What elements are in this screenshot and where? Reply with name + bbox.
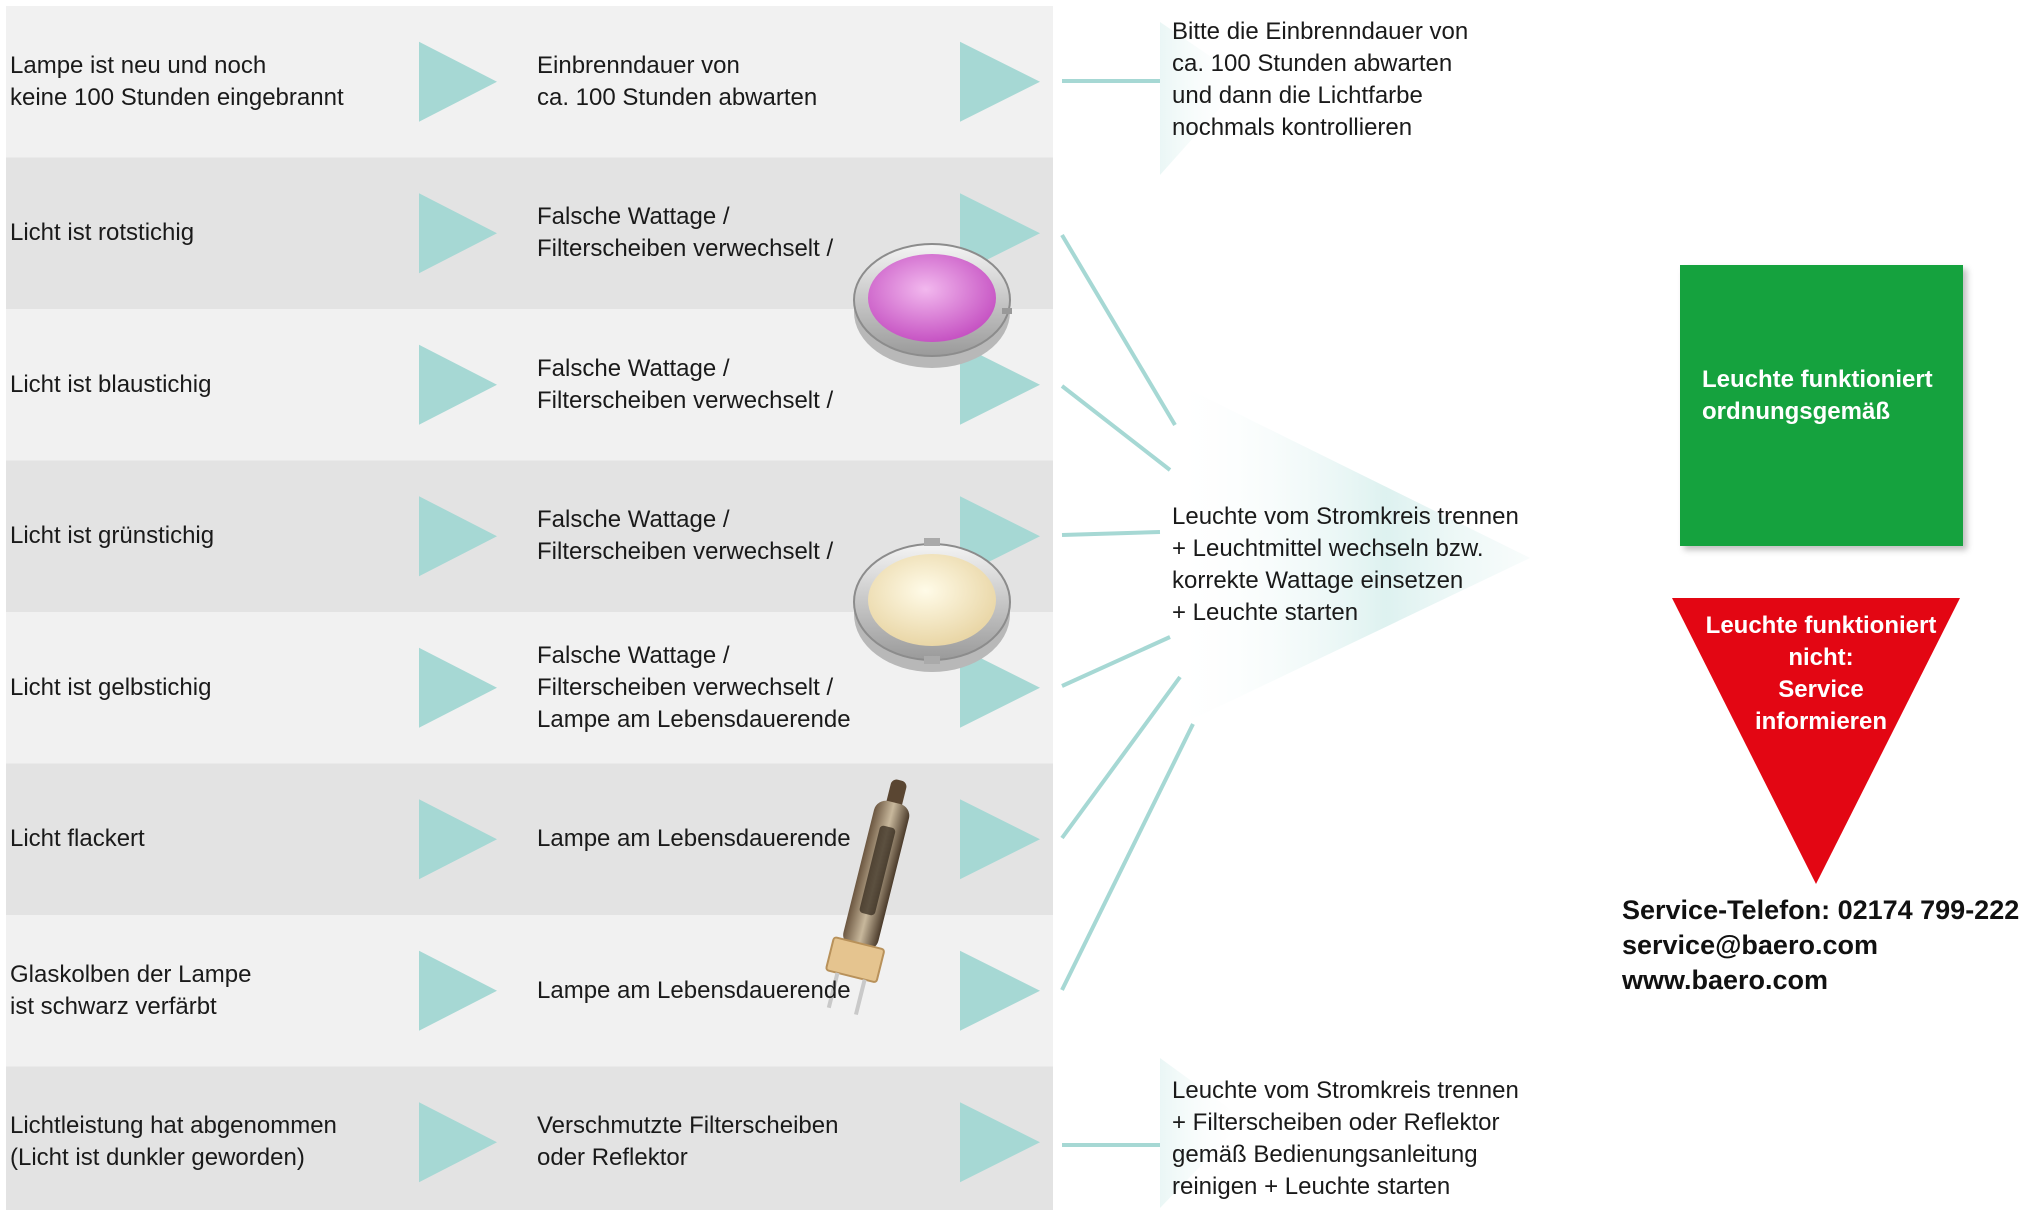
- contact-web[interactable]: www.baero.com: [1622, 963, 1828, 998]
- cause-text: Lampe am Lebensdauerende: [537, 764, 897, 916]
- connector-line: [1062, 637, 1170, 686]
- solution-replace: Leuchte vom Stromkreis trennen + Leuchtm…: [1172, 501, 1572, 629]
- cause-text: Einbrenndauer von ca. 100 Stunden abwart…: [537, 6, 897, 158]
- symptom-text: Glaskolben der Lampe ist schwarz verfärb…: [10, 915, 410, 1067]
- symptom-text: Licht ist blaustichig: [10, 309, 410, 461]
- symptom-text: Licht ist grünstichig: [10, 461, 410, 613]
- solution-burn-in: Bitte die Einbrenndauer von ca. 100 Stun…: [1172, 16, 1572, 144]
- contact-email[interactable]: service@baero.com: [1622, 928, 1878, 963]
- symptom-text: Lichtleistung hat abgenommen (Licht ist …: [10, 1067, 410, 1218]
- result-ok-label: Leuchte funktioniert ordnungsgemäß: [1702, 364, 1962, 428]
- cause-text: Verschmutzte Filterscheiben oder Reflekt…: [537, 1067, 897, 1218]
- connector-line: [1062, 235, 1175, 425]
- cause-text: Lampe am Lebensdauerende: [537, 915, 897, 1067]
- symptom-text: Lampe ist neu und noch keine 100 Stunden…: [10, 6, 410, 158]
- solution-clean: Leuchte vom Stromkreis trennen + Filters…: [1172, 1075, 1572, 1203]
- cause-text: Falsche Wattage / Filterscheiben verwech…: [537, 612, 897, 764]
- cause-text: Falsche Wattage / Filterscheiben verwech…: [537, 461, 897, 613]
- symptom-text: Licht flackert: [10, 764, 410, 916]
- connector-line: [1062, 386, 1170, 470]
- connector-line: [1062, 724, 1193, 990]
- connector-line: [1062, 677, 1180, 838]
- connector-line: [1062, 532, 1160, 535]
- cause-text: Falsche Wattage / Filterscheiben verwech…: [537, 158, 897, 310]
- symptom-text: Licht ist rotstichig: [10, 158, 410, 310]
- contact-phone: Service-Telefon: 02174 799-222: [1622, 893, 2019, 928]
- result-fail-label: Leuchte funktioniert nicht: Service info…: [1688, 610, 1954, 738]
- symptom-text: Licht ist gelbstichig: [10, 612, 410, 764]
- cause-text: Falsche Wattage / Filterscheiben verwech…: [537, 309, 897, 461]
